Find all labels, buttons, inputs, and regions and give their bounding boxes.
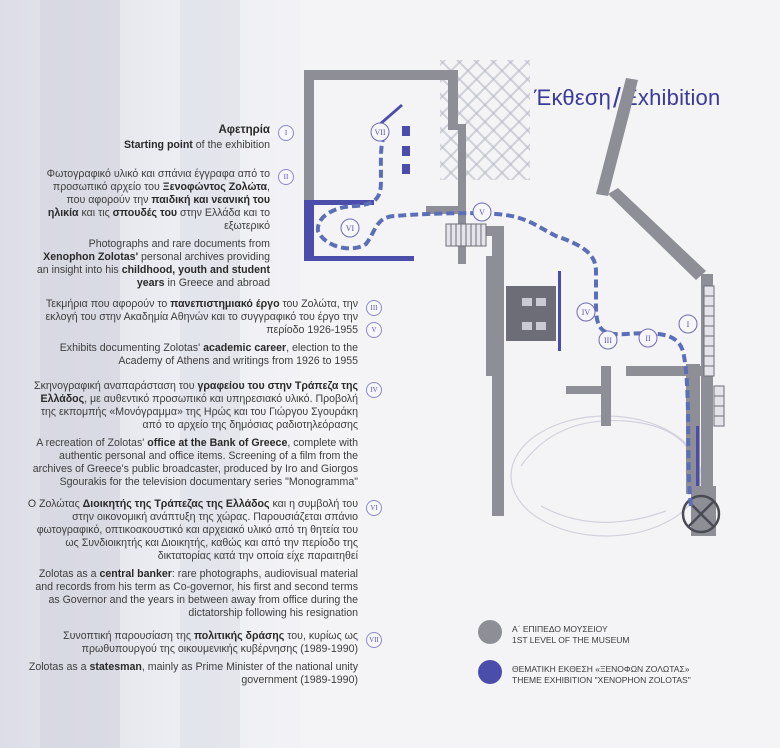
map-room-markers <box>340 122 698 350</box>
page-title: Έκθεση/Exhibition <box>534 80 721 113</box>
section-bank-office: Σκηνογραφική αναπαράσταση του γραφείου τ… <box>26 380 358 494</box>
text: Συνοπτική παρουσίαση της <box>63 630 194 642</box>
text: A recreation of Zolotas' <box>36 437 148 449</box>
section-marker: II <box>278 169 294 185</box>
text: στην Ελλάδα και το εξωτερικό <box>177 207 270 232</box>
text: και τις <box>78 207 113 219</box>
text: Exhibits documenting Zolotas' <box>59 342 204 354</box>
background-column <box>40 0 120 748</box>
text: in Greece and abroad <box>164 277 270 289</box>
text-bold: statesman <box>89 661 142 673</box>
map-label-iii: III <box>604 336 612 345</box>
section-marker: III <box>366 300 382 316</box>
legend-line: THEME EXHIBITION "XENOPHON ZOLOTAS" <box>512 675 691 685</box>
map-label-v: V <box>479 208 485 217</box>
office-recreation-room <box>506 286 556 341</box>
section-marker: IV <box>366 382 382 398</box>
text-bold: Ξενοφώντος Ζολώτα <box>162 181 268 193</box>
text: : rare photographs, audiovisual material… <box>35 568 358 619</box>
theme-exhibition-walls <box>304 104 699 486</box>
staircase <box>445 223 725 427</box>
text-bold: Διοικητής της Τράπεζας της Ελλάδος <box>82 498 270 510</box>
title-greek: Έκθεση <box>534 85 612 110</box>
text-bold: office at the Bank of Greece <box>147 437 288 449</box>
text-bold: Xenophon Zolotas' <box>43 251 139 263</box>
section-marker: V <box>366 322 382 338</box>
map-label-vii: VII <box>374 128 385 137</box>
section-central-banker: Ο Ζολώτας Διοικητής της Τράπεζας της Ελλ… <box>26 498 358 625</box>
map-label-ii: II <box>645 334 651 343</box>
text-bold: σπουδές του <box>112 207 178 219</box>
text-bold: παιδική και νεανική του ηλικία <box>47 194 270 219</box>
legend-theme-exhibition-swatch <box>478 660 502 684</box>
section-marker: VII <box>366 632 382 648</box>
text: , με αυθεντικό προσωπικό και υπηρεσιακό … <box>40 393 358 431</box>
title-slash: / <box>613 82 622 113</box>
section-english-bold: Starting point <box>123 139 193 151</box>
text: , complete with authentic personal and o… <box>32 437 358 488</box>
portrait-sketch <box>510 415 702 537</box>
section-statesman: Συνοπτική παρουσίαση της πολιτικής δράση… <box>26 630 358 692</box>
section-marker: VI <box>366 500 382 516</box>
text-bold: central banker <box>99 568 172 580</box>
text: personal archives providing an insight i… <box>36 251 270 276</box>
text-bold: childhood, youth and student years <box>121 264 270 289</box>
text-bold: πανεπιστημιακό έργο <box>170 298 280 310</box>
text: Τεκμήρια που αφορούν το <box>45 298 171 310</box>
text: και η συμβολή του στην οικονομική ανάπτυ… <box>36 498 358 562</box>
map-label-i: I <box>687 320 690 329</box>
text-bold: academic career <box>203 342 287 354</box>
text: του, κυρίως ως πρωθυπουργού της οικουμεν… <box>81 630 358 655</box>
background-column <box>180 0 240 748</box>
map-label-iv: IV <box>582 308 591 317</box>
legend-line: ΘΕΜΑΤΙΚΗ ΕΚΘΕΣΗ «ΞΕΝΟΦΩΝ ΖΟΛΩΤΑΣ» <box>512 664 690 674</box>
legend-line: 1ST LEVEL OF THE MUSEUM <box>512 635 630 645</box>
section-childhood: Φωτογραφικό υλικό και σπάνια έγγραφα από… <box>36 168 270 295</box>
legend-theme-exhibition: ΘΕΜΑΤΙΚΗ ΕΚΘΕΣΗ «ΞΕΝΟΦΩΝ ΖΟΛΩΤΑΣ» THEME … <box>512 664 691 686</box>
text: Zolotas as a <box>28 661 90 673</box>
text: , που αφορούν την <box>66 181 270 206</box>
text-bold: πολιτικής δράσης <box>193 630 285 642</box>
legend-museum-level-swatch <box>478 620 502 644</box>
text: , election to the Academy of Athens and … <box>118 342 358 367</box>
text: Ο Ζολώτας <box>27 498 83 510</box>
legend-museum-level: Α΄ ΕΠΙΠΕΔΟ ΜΟΥΣΕΙΟΥ 1ST LEVEL OF THE MUS… <box>512 624 629 646</box>
text-bold: γραφείου του στην Τράπεζα της Ελλάδος <box>40 380 359 405</box>
text: Zolotas as a <box>38 568 100 580</box>
text: του Ζολώτα, την εκλογή του στην Ακαδημία… <box>45 298 358 336</box>
text: Σκηνογραφική αναπαράσταση του <box>34 380 198 392</box>
section-starting-point: Αφετηρία Starting point of the exhibitio… <box>70 124 270 157</box>
text: Photographs and rare documents from <box>88 238 270 250</box>
floor-plan-map: VII VI V IV III II I <box>304 70 725 537</box>
visitor-route <box>315 135 693 507</box>
map-label-vi: VI <box>346 224 355 233</box>
section-english-text: of the exhibition <box>192 139 270 151</box>
section-academic-career: Τεκμήρια που αφορούν το πανεπιστημιακό έ… <box>36 298 358 373</box>
section-marker: I <box>278 125 294 141</box>
legend-line: Α΄ ΕΠΙΠΕΔΟ ΜΟΥΣΕΙΟΥ <box>512 624 608 634</box>
text: , mainly as Prime Minister of the nation… <box>141 661 358 686</box>
title-english: Exhibition <box>623 85 721 110</box>
text: Φωτογραφικό υλικό και σπάνια έγγραφα από… <box>46 168 270 193</box>
section-greek-heading: Αφετηρία <box>218 124 270 136</box>
